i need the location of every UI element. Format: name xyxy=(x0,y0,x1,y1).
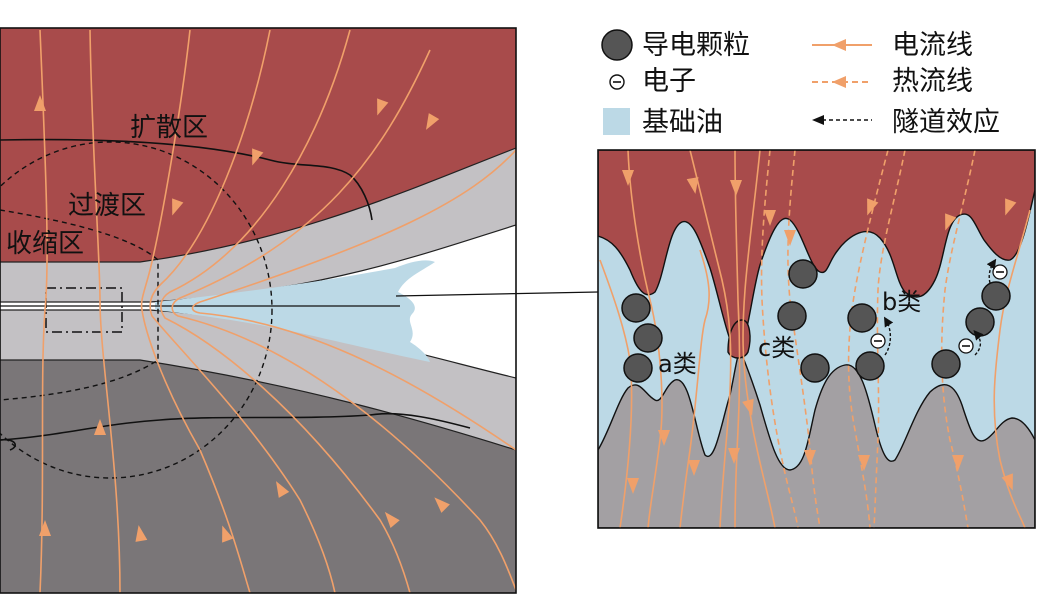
class-label-c: c类 xyxy=(758,334,795,362)
base-oil-swatch-icon xyxy=(603,108,630,135)
upper-contact-body xyxy=(0,28,516,262)
particle xyxy=(847,303,877,333)
oil-wedge xyxy=(155,260,435,362)
zone-label-diffusion: 扩散区 xyxy=(130,113,208,143)
contraction-zone-boundary xyxy=(0,209,159,401)
right-heat-arrows xyxy=(764,198,964,471)
magnify-connector xyxy=(395,291,599,297)
legend: 导电颗粒 电子 基础油 电流线 热流线 隧道效应 xyxy=(601,29,1000,138)
legend-label-oil: 基础油 xyxy=(642,107,723,138)
right-magnified-panel: a类 c类 b类 xyxy=(598,150,1035,528)
tunnel-arrows xyxy=(883,258,997,356)
lower-contact-body xyxy=(0,360,516,593)
zone-label-contraction: 收缩区 xyxy=(6,229,84,259)
particle xyxy=(981,281,1011,311)
dashed-black-arrow-icon xyxy=(812,115,872,125)
left-current-arrows xyxy=(34,95,450,543)
particle xyxy=(931,349,961,379)
particle xyxy=(633,323,663,353)
legend-label-electron: 电子 xyxy=(642,66,696,97)
particle xyxy=(621,293,651,323)
left-contact-panel: 扩散区 过渡区 收缩区 xyxy=(0,28,516,593)
legend-label-heat: 热流线 xyxy=(892,66,973,97)
diffusion-boundary xyxy=(0,138,373,221)
class-label-b: b类 xyxy=(882,288,921,316)
legend-label-tunnel: 隧道效应 xyxy=(892,107,1000,138)
particle xyxy=(800,353,830,383)
electrons xyxy=(870,264,1008,354)
particle xyxy=(777,301,807,331)
class-label-a: a类 xyxy=(658,350,697,378)
particle xyxy=(788,259,818,289)
legend-label-particle: 导电颗粒 xyxy=(642,30,750,61)
transition-zone-boundary xyxy=(0,141,273,479)
particle xyxy=(965,307,995,337)
right-current-lines xyxy=(599,150,1031,528)
solid-arrow-line-icon xyxy=(812,39,872,51)
legend-label-current: 电流线 xyxy=(892,30,973,61)
lower-rough-surface xyxy=(598,348,1035,528)
right-heat-lines xyxy=(760,150,976,528)
zone-label-transition: 过渡区 xyxy=(68,191,146,221)
electron-icon xyxy=(609,74,625,90)
right-current-arrows xyxy=(622,170,1017,494)
dashed-arrow-line-icon xyxy=(812,76,872,88)
conductive-particle-icon xyxy=(601,29,633,61)
particle xyxy=(623,353,653,383)
left-current-lines xyxy=(39,29,516,593)
particle xyxy=(855,351,885,381)
conductive-particles xyxy=(621,259,1011,383)
